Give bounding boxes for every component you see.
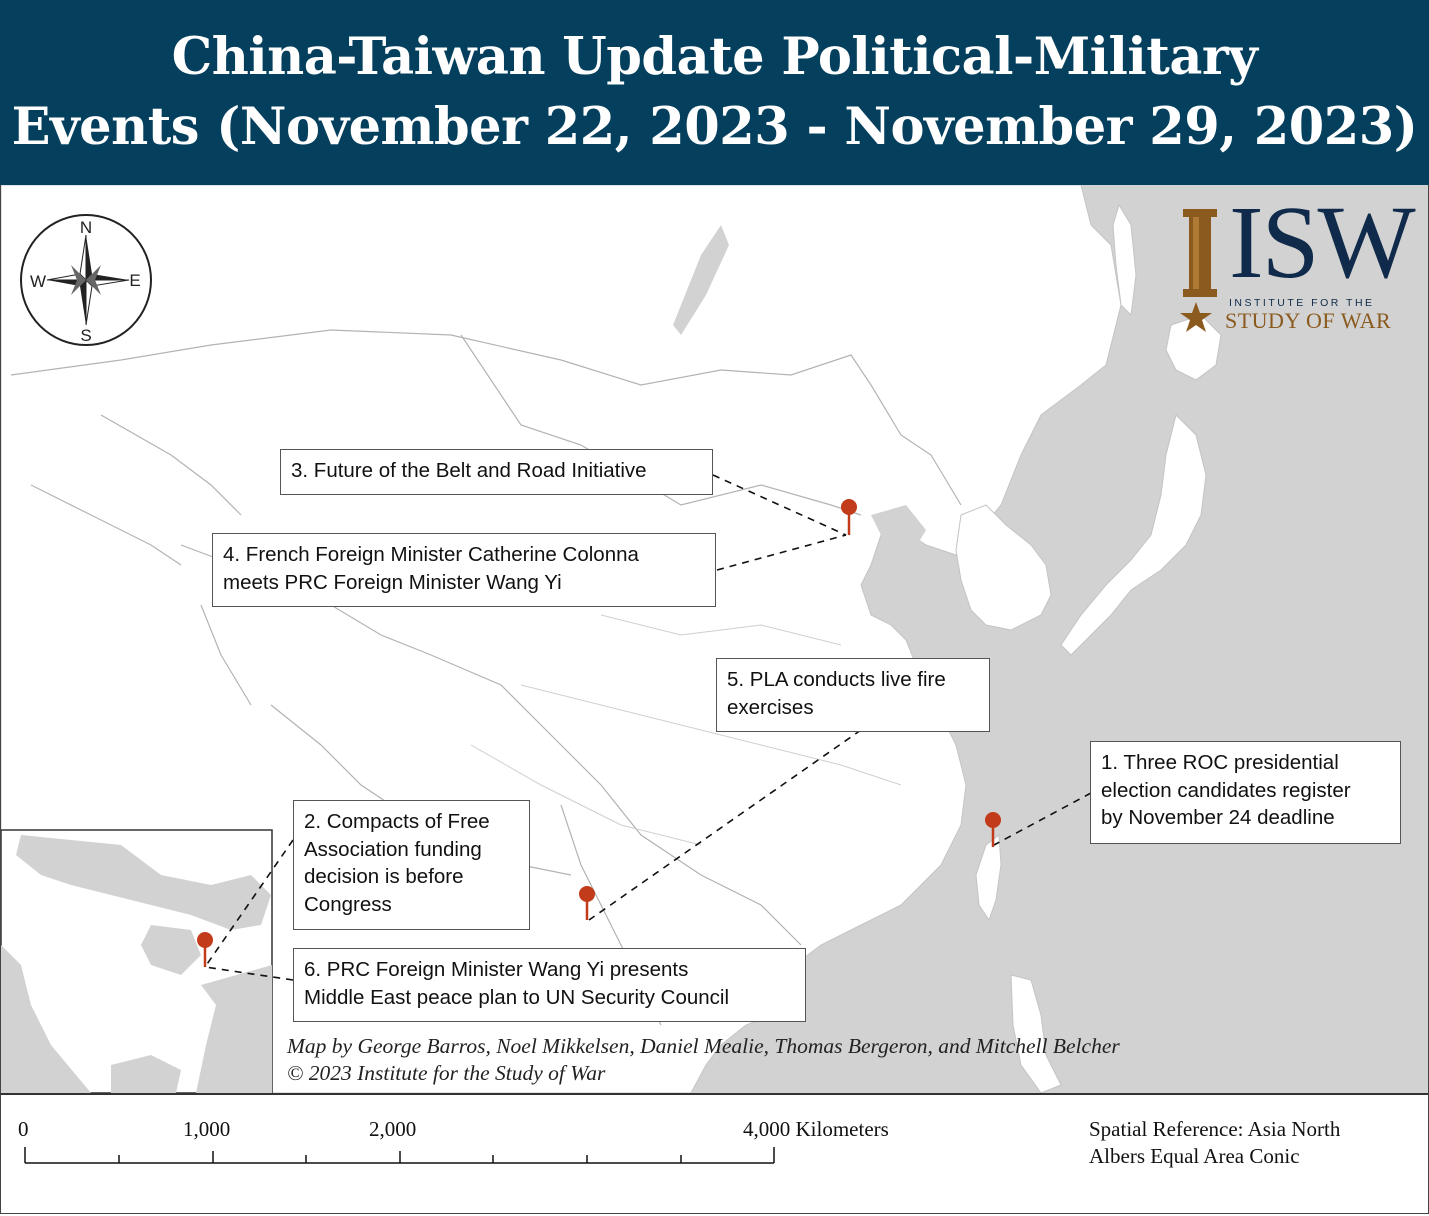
lake-baikal <box>673 225 729 335</box>
inset-pacific <box>1 945 91 1093</box>
logo-institute: INSTITUTE FOR THE <box>1229 297 1375 309</box>
logo-letters: ISW <box>1229 185 1416 300</box>
map-title: China-Taiwan Update Political-Military E… <box>0 22 1429 162</box>
inset-gulf <box>111 1055 181 1093</box>
callout-3-belt-and-road[interactable]: 3. Future of the Belt and Road Initiativ… <box>280 449 713 495</box>
map-canvas[interactable]: N S E W ISW INSTITUTE FOR THE STUDY OF W… <box>0 185 1429 1093</box>
callout-1-roc-candidates[interactable]: 1. Three ROC presidential election candi… <box>1090 741 1401 844</box>
inset-north-america <box>1 829 273 1093</box>
footer-scale-panel: 0 1,000 2,000 4,000 Kilometers Spatial R… <box>0 1093 1429 1214</box>
map-credit: Map by George Barros, Noel Mikkelsen, Da… <box>287 1034 1120 1085</box>
callout-2-compacts-free-association[interactable]: 2. Compacts of Free Association funding … <box>293 800 530 930</box>
callout-5-pla-live-fire[interactable]: 5. PLA conducts live fire exercises <box>716 658 990 732</box>
japan <box>1060 414 1207 656</box>
compass-s: S <box>80 326 91 345</box>
compass-w: W <box>30 272 46 291</box>
compass-e: E <box>129 271 140 290</box>
inset-hudson-bay <box>141 925 201 975</box>
bohai-sea <box>871 505 926 555</box>
isw-logo: ISW INSTITUTE FOR THE STUDY OF WAR <box>1177 191 1417 333</box>
philippines <box>1010 974 1062 1093</box>
scale-bar <box>24 1147 775 1164</box>
title-banner: China-Taiwan Update Political-Military E… <box>0 0 1429 185</box>
title-line-2: Events (November 22, 2023 - November 29,… <box>11 97 1418 157</box>
title-line-1: China-Taiwan Update Political-Military <box>171 27 1258 87</box>
sakhalin <box>1112 203 1137 317</box>
compass-icon: N S E W <box>20 214 152 346</box>
inset-atlantic <box>196 965 272 1093</box>
spatial-reference: Spatial Reference: Asia North Albers Equ… <box>1089 1117 1341 1168</box>
compass-rose: N S E W <box>19 213 153 347</box>
callout-4-colonna-wang-yi[interactable]: 4. French Foreign Minister Catherine Col… <box>212 533 716 607</box>
scale-label-1000: 1,000 <box>183 1117 231 1141</box>
logo-pillar-icon <box>1183 209 1217 297</box>
logo-study-of-war: STUDY OF WAR <box>1225 308 1392 333</box>
compass-n: N <box>80 218 92 237</box>
scale-label-4000: 4,000 Kilometers <box>743 1117 889 1141</box>
callout-6-middle-east-peace-plan[interactable]: 6. PRC Foreign Minister Wang Yi presents… <box>293 948 806 1022</box>
scale-label-2000: 2,000 <box>369 1117 417 1141</box>
scale-label-0: 0 <box>18 1117 29 1141</box>
korea <box>955 504 1052 631</box>
logo-star-icon <box>1180 302 1212 332</box>
